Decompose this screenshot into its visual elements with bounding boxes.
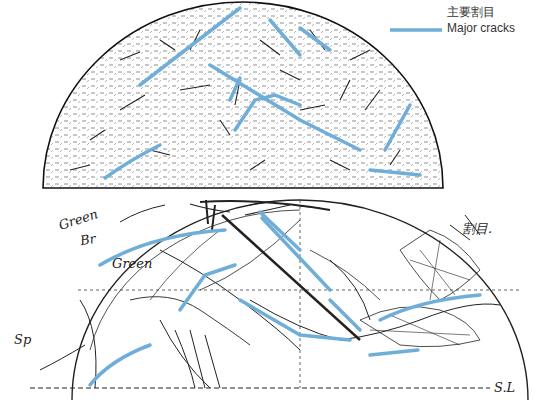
- sketch-label: Green: [57, 206, 100, 233]
- sketch-label: S.L: [494, 380, 515, 395]
- face-map-top: [43, 0, 443, 188]
- sketch-label: Green: [112, 256, 152, 271]
- sketch-label: Br: [79, 231, 97, 249]
- sketch-label: Sp: [14, 332, 31, 347]
- legend-sample-line: [390, 28, 442, 32]
- sketch-label: 割目.: [462, 220, 492, 238]
- face-sketch-bottom: [30, 200, 528, 400]
- legend-text: 主要割目 Major cracks: [447, 4, 527, 36]
